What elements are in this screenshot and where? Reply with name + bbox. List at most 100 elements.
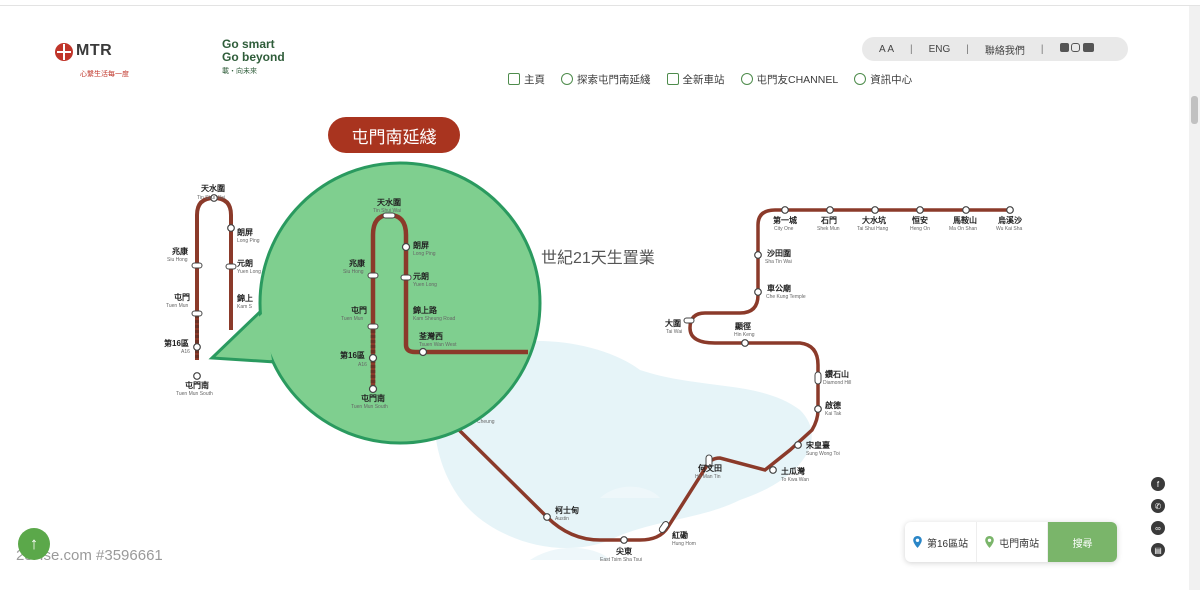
station-marker[interactable] bbox=[225, 263, 237, 270]
station-marker[interactable] bbox=[781, 206, 789, 214]
station-marker[interactable] bbox=[543, 513, 551, 521]
station-marker[interactable] bbox=[962, 206, 970, 214]
station-name-en: Heng On bbox=[910, 226, 930, 232]
scrollbar[interactable] bbox=[1189, 6, 1200, 590]
right-stations bbox=[543, 206, 1014, 544]
station-marker[interactable] bbox=[620, 536, 628, 544]
station-marker[interactable] bbox=[769, 466, 777, 474]
station-name-en: A16 bbox=[358, 362, 367, 368]
station-marker[interactable] bbox=[368, 353, 378, 363]
mtr-logo[interactable]: MTR 心繫生活每一度 bbox=[54, 42, 144, 82]
station-marker[interactable] bbox=[814, 405, 822, 413]
station-marker[interactable] bbox=[754, 288, 762, 296]
contact-link[interactable]: 聯絡我們 bbox=[984, 45, 1025, 57]
station-name-en: Ho Man Tin bbox=[695, 474, 721, 480]
station-marker[interactable] bbox=[367, 323, 379, 330]
language-toggle[interactable]: ENG bbox=[928, 43, 951, 55]
station-marker[interactable] bbox=[814, 371, 822, 385]
cloud-shape bbox=[530, 547, 610, 560]
facebook-icon[interactable] bbox=[1059, 43, 1069, 52]
print-icon[interactable]: ▤ bbox=[1151, 543, 1165, 557]
station-marker[interactable] bbox=[258, 161, 542, 445]
station-marker[interactable] bbox=[368, 384, 378, 394]
utility-social bbox=[1059, 43, 1095, 55]
station-marker[interactable] bbox=[915, 538, 920, 542]
station-name-en: Che Kung Temple bbox=[766, 294, 806, 300]
mtr-slogan: 心繫生活每一度 bbox=[80, 71, 129, 78]
station-marker[interactable] bbox=[871, 206, 879, 214]
to-station-select[interactable]: 屯門南站 bbox=[977, 522, 1049, 562]
station-marker[interactable] bbox=[987, 538, 992, 542]
back-to-top-button[interactable]: ↑ bbox=[18, 528, 50, 560]
station-name-zh: 鑽石山 bbox=[825, 369, 849, 379]
station-marker[interactable] bbox=[57, 51, 71, 53]
station-name-zh: 宋皇臺 bbox=[805, 440, 830, 450]
station-name-zh: 朗屏 bbox=[237, 227, 253, 237]
station-marker[interactable] bbox=[210, 194, 218, 202]
station-name-zh: 馬鞍山 bbox=[953, 215, 977, 225]
listing-watermark: 28Hse.com #3596661 bbox=[16, 547, 163, 564]
station-name-en: Long Ping bbox=[237, 238, 260, 244]
station-name-en: Siu Hong bbox=[167, 257, 188, 263]
font-size-toggle[interactable]: A A bbox=[879, 43, 895, 55]
station-marker[interactable] bbox=[227, 224, 235, 232]
nav-item-channel[interactable]: 屯門友CHANNEL bbox=[740, 72, 838, 87]
divider: | bbox=[966, 43, 969, 55]
nav-label: 全新車站 bbox=[682, 73, 725, 86]
station-name-zh: 大圍 bbox=[665, 318, 681, 328]
station-name-en: Shek Mun bbox=[817, 226, 840, 232]
station-marker[interactable] bbox=[193, 372, 201, 380]
station-marker[interactable] bbox=[382, 212, 396, 219]
station-name-en: Tuen Mun bbox=[341, 316, 364, 322]
gosmart-line3: 載‧向未來 bbox=[222, 68, 257, 75]
station-marker[interactable] bbox=[191, 310, 203, 317]
station-marker[interactable] bbox=[754, 251, 762, 259]
station-name-zh: 石門 bbox=[820, 216, 837, 225]
station-marker[interactable] bbox=[683, 317, 695, 324]
station-picker: 第16區站 屯門南站 搜尋 bbox=[905, 522, 1117, 562]
mtr-logo-mark-icon bbox=[55, 43, 73, 61]
station-name-en: Tai Shui Hang bbox=[857, 226, 888, 232]
station-name-en: Siu Hong bbox=[343, 269, 364, 275]
youtube-icon[interactable] bbox=[1083, 43, 1095, 52]
whatsapp-icon[interactable]: ✆ bbox=[1151, 499, 1165, 513]
nav-label: 資訊中心 bbox=[870, 73, 913, 86]
station-marker[interactable] bbox=[401, 242, 411, 252]
station-name-zh: 兆康 bbox=[172, 246, 189, 256]
scrollbar-thumb[interactable] bbox=[1191, 96, 1198, 124]
station-marker[interactable] bbox=[916, 206, 924, 214]
station-marker[interactable] bbox=[400, 274, 412, 281]
station-name-en: A16 bbox=[181, 349, 190, 355]
station-marker[interactable] bbox=[794, 441, 802, 449]
station-name-en: Tin Shui Wai bbox=[373, 208, 401, 214]
nav-item-explore[interactable]: 探索屯門南延綫 bbox=[561, 72, 651, 87]
from-station-select[interactable]: 第16區站 bbox=[905, 522, 978, 562]
station-marker[interactable] bbox=[193, 343, 201, 351]
station-name-zh: 屯門 bbox=[174, 292, 190, 302]
station-name-zh: 恒安 bbox=[912, 215, 928, 225]
agent-watermark: 世紀21天生置業 bbox=[541, 250, 655, 267]
facebook-icon[interactable]: f bbox=[1151, 477, 1165, 491]
station-marker[interactable] bbox=[418, 347, 428, 357]
station-marker[interactable] bbox=[741, 339, 749, 347]
link-icon[interactable]: ∞ bbox=[1151, 521, 1165, 535]
page-title: 屯門南延綫 bbox=[328, 117, 460, 153]
station-name-zh: 尖東 bbox=[616, 546, 632, 556]
nav-item-home[interactable]: 主頁 bbox=[508, 72, 545, 87]
station-marker[interactable] bbox=[705, 454, 713, 468]
station-name-zh: 啟德 bbox=[825, 400, 841, 410]
station-marker[interactable] bbox=[1006, 206, 1014, 214]
station-marker[interactable] bbox=[658, 520, 670, 533]
station-name-zh: 屯門南 bbox=[185, 380, 209, 390]
instagram-icon[interactable] bbox=[1071, 43, 1081, 52]
nav-item-info-centre[interactable]: 資訊中心 bbox=[854, 72, 912, 87]
search-route-button[interactable]: 搜尋 bbox=[1048, 522, 1117, 562]
station-marker[interactable] bbox=[826, 206, 834, 214]
station-name-en: Tuen Mun South bbox=[176, 391, 213, 397]
station-name-en: Wu Kai Sha bbox=[996, 226, 1023, 232]
station-marker[interactable] bbox=[191, 262, 203, 269]
location-pin-icon bbox=[985, 536, 994, 548]
station-marker[interactable] bbox=[367, 272, 379, 279]
people-icon bbox=[740, 73, 753, 85]
nav-item-new-stations[interactable]: 全新車站 bbox=[666, 72, 725, 87]
